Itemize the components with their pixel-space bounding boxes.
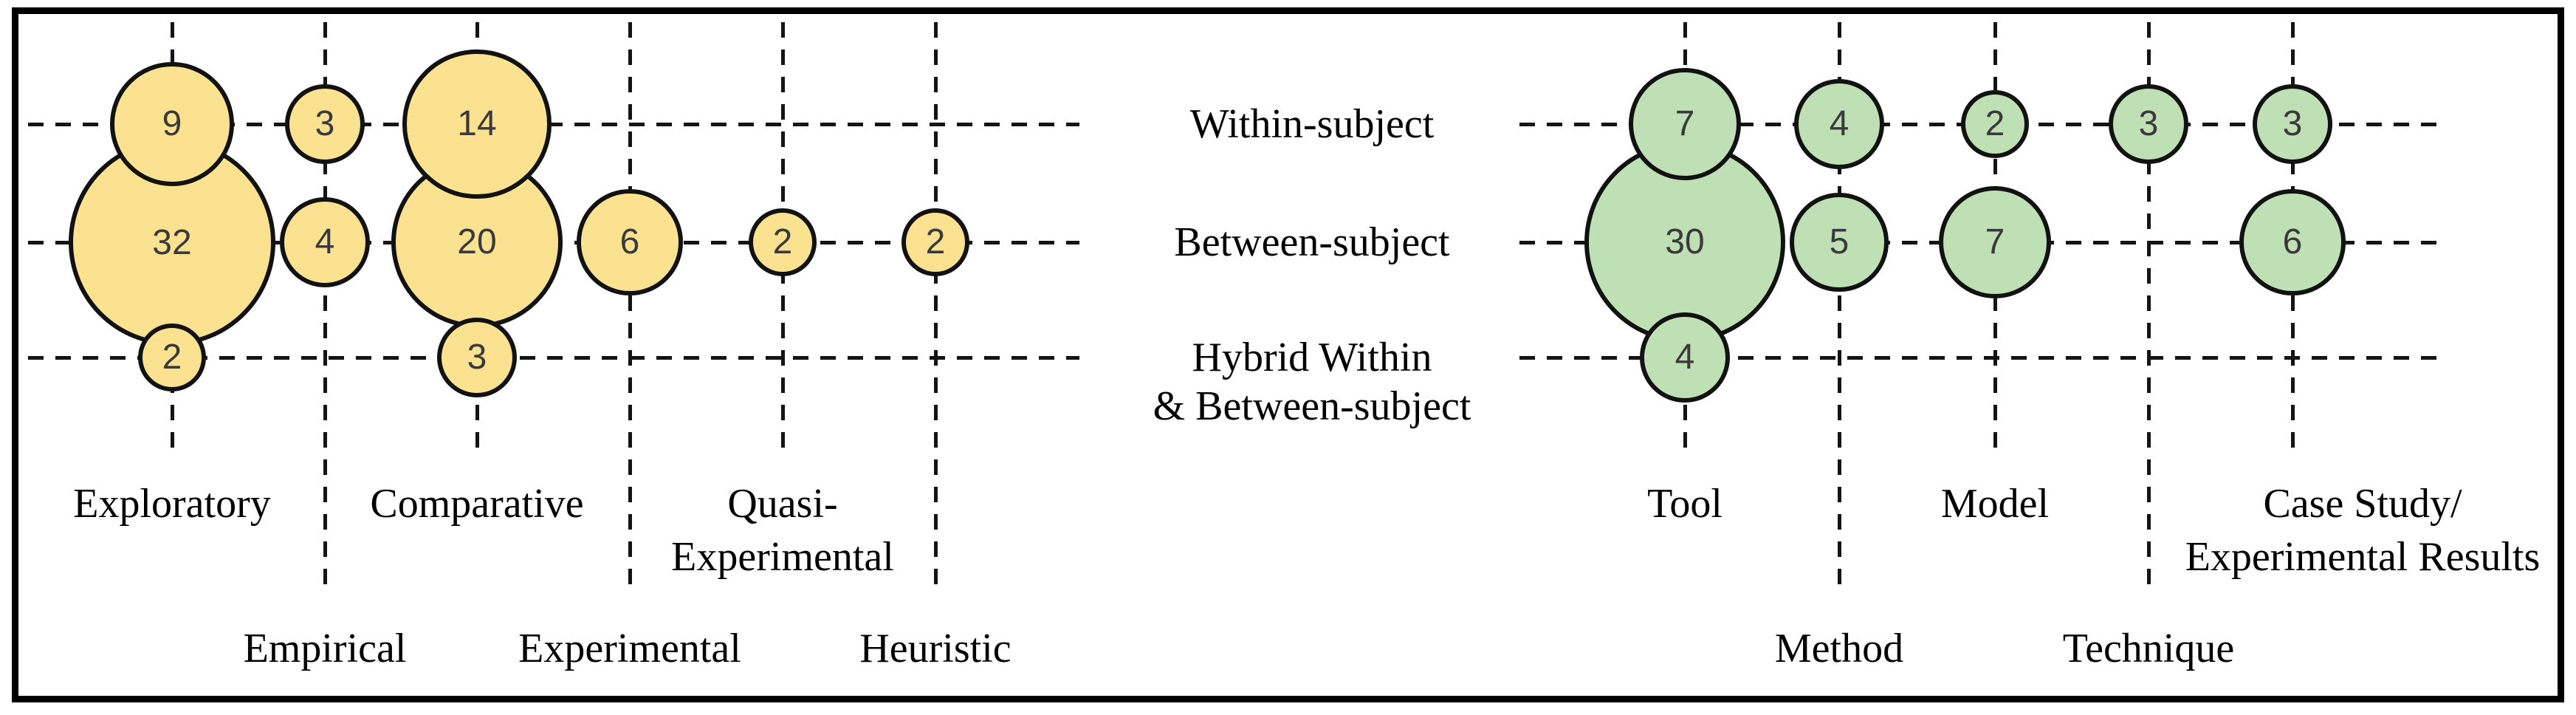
- bubble-case-study-within-subject: 3: [2252, 83, 2333, 165]
- bubble-value: 30: [1665, 222, 1705, 262]
- bubble-value: 3: [467, 338, 487, 377]
- bubble-value: 7: [1985, 222, 2005, 262]
- bubble-value: 4: [1829, 104, 1849, 144]
- col-label-experimental-results: Experimental Results: [2185, 534, 2541, 580]
- bubble-experimental-between-subject: 6: [577, 189, 683, 295]
- bubble-value: 3: [2282, 104, 2303, 144]
- bubble-value: 5: [1829, 222, 1849, 262]
- col-label-method: Method: [1774, 626, 1904, 671]
- row-line-within-subject-seg0: [28, 123, 1079, 126]
- bubble-value: 4: [1675, 338, 1695, 377]
- bubble-empirical-within-subject: 3: [284, 83, 365, 165]
- col-line-empirical: [323, 22, 327, 595]
- bubble-value: 2: [772, 222, 793, 262]
- bubble-value: 2: [925, 222, 946, 262]
- col-label-exploratory: Exploratory: [73, 481, 271, 527]
- bubble-value: 4: [315, 222, 335, 262]
- col-line-heuristic: [934, 22, 938, 595]
- bubble-model-within-subject: 2: [1960, 89, 2030, 159]
- bubble-value: 32: [152, 222, 192, 262]
- col-label-comparative: Comparative: [370, 481, 584, 527]
- bubble-comparative-hybrid-within: 3: [436, 317, 518, 398]
- col-label-heuristic: Heuristic: [859, 626, 1011, 671]
- bubble-heuristic-between-subject: 2: [901, 208, 970, 277]
- row-label-hybrid-within: Hybrid Within: [1192, 335, 1432, 380]
- bubble-value: 3: [2138, 104, 2159, 144]
- col-line-experimental: [628, 22, 632, 595]
- row-line-hybrid-within-seg1: [1519, 356, 2438, 360]
- bubble-value: 9: [162, 104, 182, 144]
- bubble-value: 2: [1985, 104, 2005, 144]
- row-label-between-subject: & Between-subject: [1153, 383, 1471, 429]
- bubble-method-between-subject: 5: [1790, 193, 1889, 292]
- figure-border: [12, 7, 2564, 702]
- bubble-tool-hybrid-within: 4: [1640, 312, 1730, 403]
- col-label-experimental: Experimental: [518, 626, 741, 671]
- col-label-empirical: Empirical: [243, 626, 407, 671]
- row-line-hybrid-within-seg0: [28, 356, 1079, 360]
- col-label-case-study: Case Study/: [2263, 481, 2462, 527]
- row-label-between-subject: Between-subject: [1174, 219, 1450, 265]
- bubble-value: 3: [315, 104, 335, 144]
- col-label-tool: Tool: [1647, 481, 1723, 527]
- bubble-value: 14: [457, 104, 497, 144]
- bubble-value: 2: [162, 338, 182, 377]
- bubble-method-within-subject: 4: [1794, 79, 1884, 169]
- bubble-value: 7: [1675, 104, 1695, 144]
- row-label-within-subject: Within-subject: [1189, 101, 1435, 147]
- bubble-case-study-between-subject: 6: [2239, 189, 2346, 295]
- bubble-empirical-between-subject: 4: [280, 197, 370, 287]
- col-line-method: [1838, 22, 1841, 595]
- col-label-model: Model: [1940, 481, 2050, 527]
- bubble-technique-within-subject: 3: [2108, 83, 2189, 165]
- col-label-quasi: Quasi-: [727, 481, 838, 527]
- bubble-value: 6: [619, 222, 640, 262]
- bubble-model-between-subject: 7: [1938, 185, 2052, 299]
- col-label-technique: Technique: [2062, 626, 2235, 671]
- bubble-quasi-between-subject: 2: [748, 208, 817, 277]
- bubble-value: 20: [457, 222, 497, 262]
- bubble-exploratory-hybrid-within: 2: [137, 323, 207, 392]
- bubble-value: 6: [2282, 222, 2303, 262]
- bubble-tool-within-subject: 7: [1628, 67, 1742, 181]
- bubble-comparative-within-subject: 14: [402, 49, 552, 199]
- bubble-exploratory-within-subject: 9: [109, 61, 235, 187]
- col-line-technique: [2147, 22, 2151, 595]
- col-label-experimental: Experimental: [671, 534, 894, 580]
